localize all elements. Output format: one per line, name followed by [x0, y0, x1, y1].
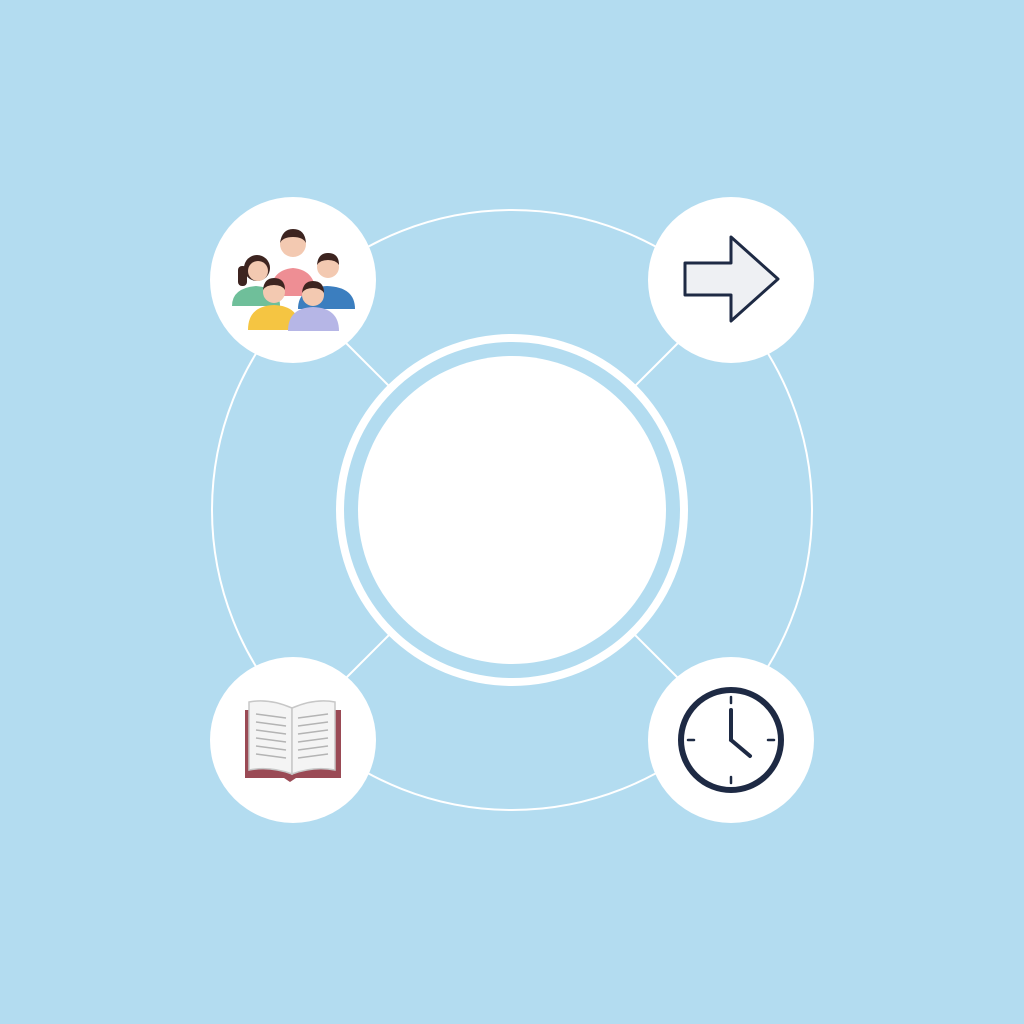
center-hub-disc [358, 356, 666, 664]
people-group-icon [232, 229, 355, 331]
outer-ring [211, 209, 813, 811]
node-bottom-right[interactable] [648, 657, 814, 823]
outer-ring-line [211, 209, 813, 811]
node-top-left[interactable] [210, 197, 376, 363]
node-top-right[interactable] [648, 197, 814, 363]
center-hub [336, 334, 688, 686]
clock-icon [678, 687, 784, 793]
node-bottom-left[interactable] [210, 657, 376, 823]
connector-top-right [633, 342, 679, 388]
connector-bottom-left [345, 633, 391, 679]
connector-bottom-right [633, 633, 679, 679]
connector-top-left [345, 342, 391, 388]
arrow-right-icon [683, 235, 780, 323]
open-book-icon [245, 700, 341, 782]
connectors [345, 342, 679, 679]
